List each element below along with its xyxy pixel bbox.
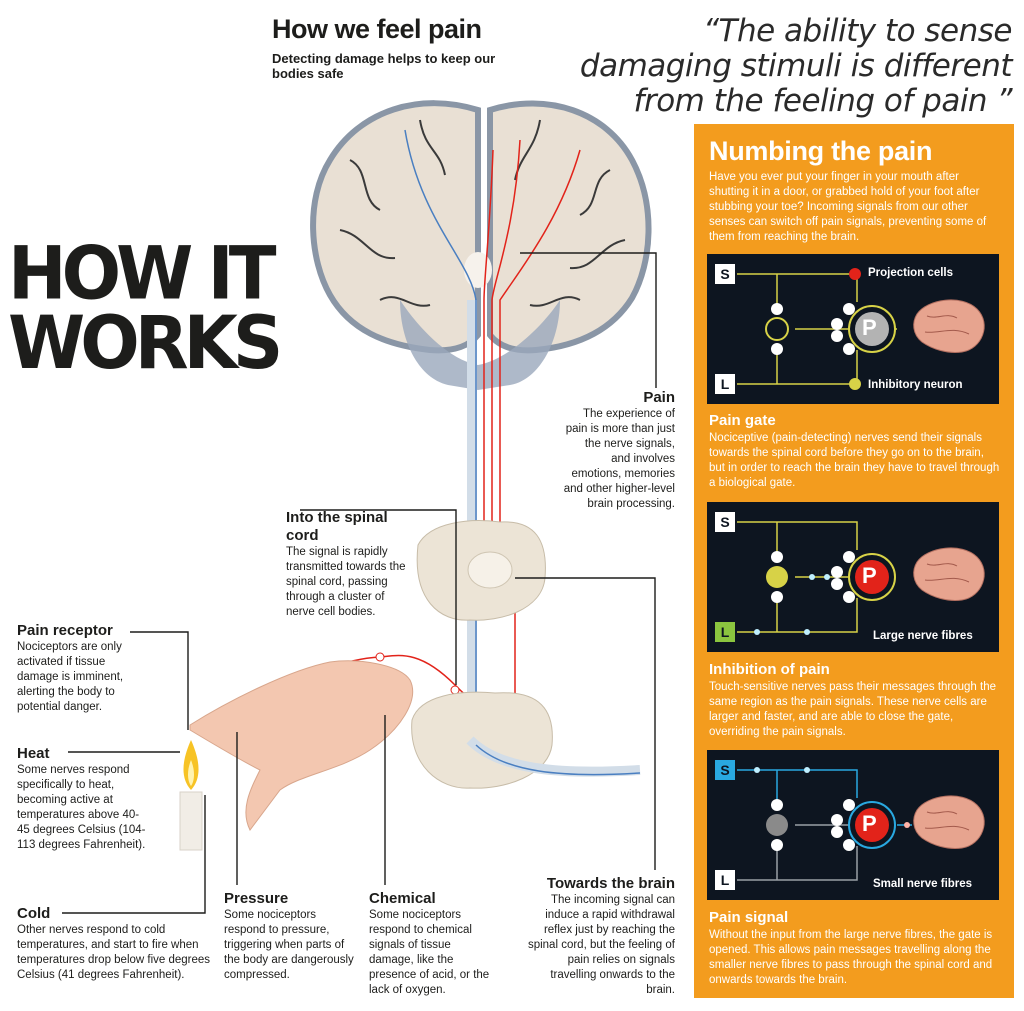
lower-spinal-segment	[411, 691, 641, 789]
section-1-heading: Pain gate	[709, 412, 776, 429]
pain-signal-diagram: S L P Small nerve fibres	[707, 750, 999, 900]
legend-inhibitory-neuron: Inhibitory neuron	[868, 379, 963, 391]
section-3-text: Without the input from the large nerve f…	[709, 929, 993, 986]
l-marker: L	[715, 374, 735, 394]
pull-quote: “The ability to sense damaging stimuli i…	[579, 13, 1013, 119]
pain-text: The experience of pain is more than just…	[563, 408, 675, 510]
pressure-label: Pressure Some nociceptors respond to pre…	[224, 890, 354, 983]
towards-brain-text: The incoming signal can induce a rapid w…	[527, 894, 675, 996]
projection-marker-3: P	[862, 811, 877, 836]
panel-title: Numbing the pain	[709, 136, 933, 166]
pain-gate-wiring	[737, 268, 985, 390]
numbing-the-pain-panel: Numbing the pain Have you ever put your …	[694, 124, 1014, 998]
pain-receptor-text: Nociceptors are only activated if tissue…	[17, 641, 124, 713]
inhibition-wiring	[737, 521, 985, 635]
upper-spinal-segment	[416, 520, 546, 621]
inhibitory-marker: i	[770, 320, 774, 335]
brain-cross-section	[310, 100, 652, 390]
legend-large-nerve-fibres: Large nerve fibres	[873, 630, 973, 642]
heat-heading: Heat	[17, 745, 50, 762]
inhibition-diagram: S L P Large nerve fibres	[707, 502, 999, 652]
pressure-text: Some nociceptors respond to pressure, tr…	[224, 909, 354, 981]
section-1-text: Nociceptive (pain-detecting) nerves send…	[709, 432, 1000, 489]
pain-receptor-heading: Pain receptor	[17, 622, 113, 639]
nervous-system-illustration	[62, 100, 657, 914]
chemical-heading: Chemical	[369, 890, 436, 907]
logo-line-2: WORKS	[8, 299, 283, 386]
towards-brain-label: Towards the brain The incoming signal ca…	[520, 875, 675, 998]
projection-marker: P	[862, 315, 877, 340]
spinal-cord-text: The signal is rapidly transmitted toward…	[286, 546, 406, 618]
pressure-heading: Pressure	[224, 890, 289, 907]
cold-heading: Cold	[17, 905, 51, 922]
legend-small-nerve-fibres: Small nerve fibres	[873, 878, 973, 890]
s-marker-3: S	[715, 760, 735, 780]
legend-projection-cells: Projection cells	[868, 267, 954, 279]
section-2-heading: Inhibition of pain	[709, 661, 830, 678]
section-2-text: Touch-sensitive nerves pass their messag…	[709, 681, 997, 738]
how-it-works-logo: HOW IT WORKS	[8, 230, 283, 386]
spinal-cord-label: Into the spinal cord The signal is rapid…	[286, 509, 406, 620]
cold-text: Other nerves respond to cold temperature…	[17, 924, 211, 981]
cold-label: Cold Other nerves respond to cold temper…	[17, 905, 212, 983]
logo-line-1: HOW IT	[8, 230, 276, 317]
heat-label: Heat Some nerves respond specifically to…	[17, 745, 147, 853]
l-marker-2: L	[715, 622, 735, 642]
panel-intro: Have you ever put your finger in your mo…	[709, 171, 987, 243]
page-title: How we feel pain	[272, 14, 482, 44]
page-subtitle: Detecting damage helps to keep our bodie…	[272, 51, 496, 81]
heat-text: Some nerves respond specifically to heat…	[17, 764, 146, 851]
pain-signal-wiring	[737, 767, 985, 881]
towards-brain-heading: Towards the brain	[546, 875, 675, 892]
pain-receptor-label: Pain receptor Nociceptors are only activ…	[17, 622, 142, 715]
spinal-cord-heading: Into the spinal cord	[286, 509, 388, 544]
chemical-text: Some nociceptors respond to chemical sig…	[369, 909, 490, 996]
chemical-label: Chemical Some nociceptors respond to che…	[369, 890, 494, 998]
s-marker-2: S	[715, 512, 735, 532]
pain-label: Pain The experience of pain is more than…	[563, 389, 675, 512]
candle-illustration	[179, 740, 203, 851]
pain-gate-diagram: S L i P Projection cells Inhibitory neur…	[707, 254, 999, 404]
projection-marker-2: P	[862, 563, 877, 588]
hand-illustration	[189, 660, 414, 831]
pain-heading: Pain	[643, 389, 675, 406]
section-3-heading: Pain signal	[709, 909, 789, 926]
l-marker-3: L	[715, 870, 735, 890]
s-marker: S	[715, 264, 735, 284]
